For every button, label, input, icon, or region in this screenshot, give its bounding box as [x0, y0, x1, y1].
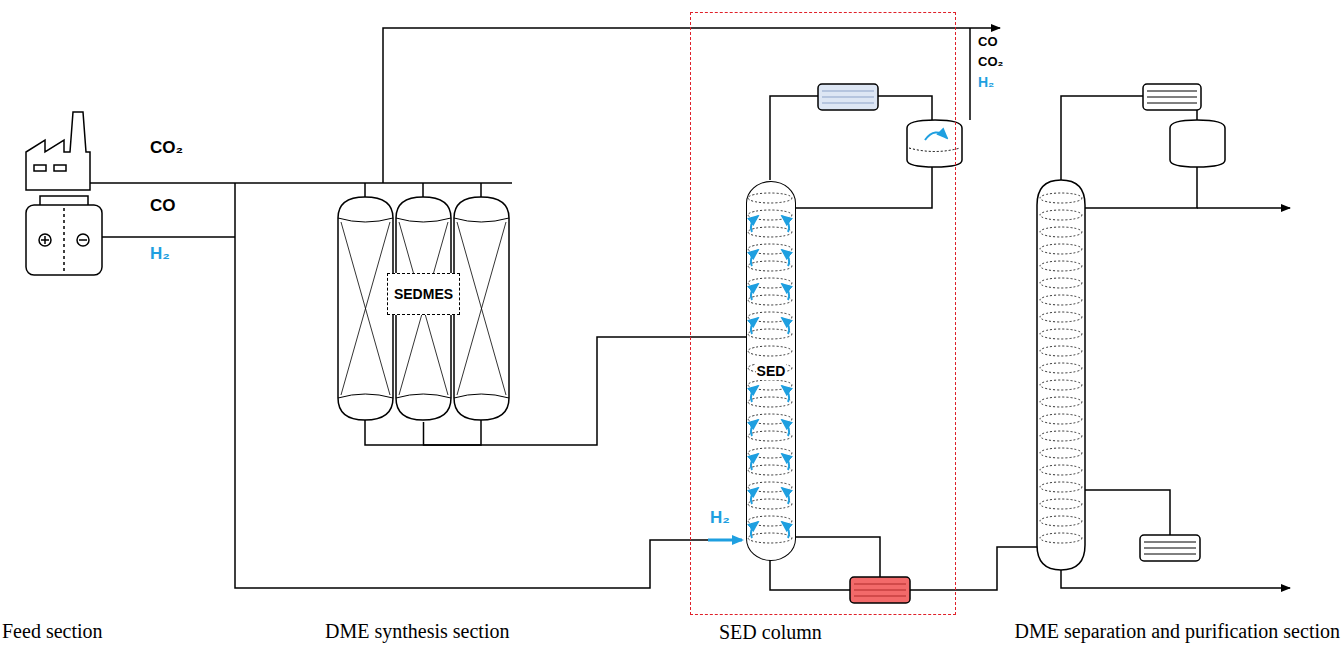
column-tray	[1040, 329, 1082, 339]
column-tray	[1040, 516, 1082, 526]
h2-flow-arrow	[751, 386, 758, 402]
condenser	[1143, 84, 1201, 110]
column-tray	[1040, 210, 1082, 220]
reactor-group: SEDMES	[335, 195, 512, 422]
column-tray	[748, 397, 792, 407]
h2-flow-arrow	[751, 284, 758, 300]
factory-icon	[26, 112, 90, 190]
column-tray	[748, 533, 792, 543]
column-tray	[1040, 363, 1082, 373]
column-tray	[1040, 431, 1082, 441]
h2-flow-arrow	[751, 216, 758, 232]
column-tray	[1040, 465, 1082, 475]
gas-label: CO₂	[150, 138, 183, 158]
h2-flow-arrow	[751, 318, 758, 334]
highlight-region: SED columnSED	[690, 12, 956, 615]
reactor-vessels	[338, 197, 509, 420]
section-label: DME separation and purification section	[1015, 620, 1340, 643]
reflux-drum	[907, 120, 962, 167]
h2-flow-arrow	[751, 454, 758, 470]
gas-label: H₂	[150, 244, 170, 264]
condenser	[818, 84, 878, 110]
column-tray	[1040, 244, 1082, 254]
h2-flow-arrow	[782, 284, 789, 300]
h2-flow-arrow	[782, 454, 789, 470]
column-tray	[748, 261, 792, 271]
column-tray	[1040, 380, 1082, 390]
h2-flow-arrow	[782, 250, 789, 266]
h2-flow-arrow	[751, 522, 758, 538]
column-tray	[1040, 295, 1082, 305]
reboiler	[850, 577, 910, 603]
gas-label: CO₂	[978, 54, 1003, 69]
gas-label: CO	[978, 34, 998, 49]
factory-window	[34, 165, 46, 171]
column-tray	[748, 227, 792, 237]
h2-flow-arrow	[782, 420, 789, 436]
h2-flow-arrow	[782, 318, 789, 334]
column-tray	[748, 193, 792, 203]
column-tray	[1040, 346, 1082, 356]
column-tray	[1040, 414, 1082, 424]
h2-flow-arrow	[751, 488, 758, 504]
gas-label: H₂	[710, 508, 730, 528]
section-label: SED column	[719, 621, 822, 644]
column-tray	[1040, 533, 1082, 543]
h2-flow-arrow	[751, 250, 758, 266]
electrolyzer-icon	[26, 196, 102, 275]
h2-flow-arrow	[782, 216, 789, 232]
column-tray	[1040, 193, 1082, 203]
column-tray	[748, 329, 792, 339]
section-label: Feed section	[2, 620, 103, 643]
h2-flow-arrow	[782, 522, 789, 538]
column-tray	[1040, 227, 1082, 237]
reboiler	[1140, 535, 1200, 561]
column-tray	[1040, 261, 1082, 271]
factory-window	[54, 165, 66, 171]
h2-flow-arrow	[782, 386, 789, 402]
column-tray	[748, 499, 792, 509]
column-tray	[1040, 448, 1082, 458]
h2-flow-arrow	[751, 420, 758, 436]
column-tray	[748, 295, 792, 305]
distillation-column	[1037, 180, 1085, 570]
process-stream	[424, 337, 747, 445]
gas-label: H₂	[978, 74, 994, 90]
column-tray	[1040, 397, 1082, 407]
column-tray	[748, 346, 792, 356]
column-tray	[748, 431, 792, 441]
column-tray	[1040, 278, 1082, 288]
reflux-drum	[1170, 120, 1225, 167]
column-tray	[1040, 482, 1082, 492]
h2-flow-arrow	[782, 488, 789, 504]
column-tray	[748, 465, 792, 475]
reactor-label: SEDMES	[387, 273, 460, 315]
column-tray	[1040, 312, 1082, 322]
column-label: SED	[756, 362, 787, 380]
sed-column: SED	[746, 181, 796, 561]
column-tray	[1040, 499, 1082, 509]
section-label: DME synthesis section	[325, 620, 509, 643]
gas-label: CO	[150, 196, 176, 216]
